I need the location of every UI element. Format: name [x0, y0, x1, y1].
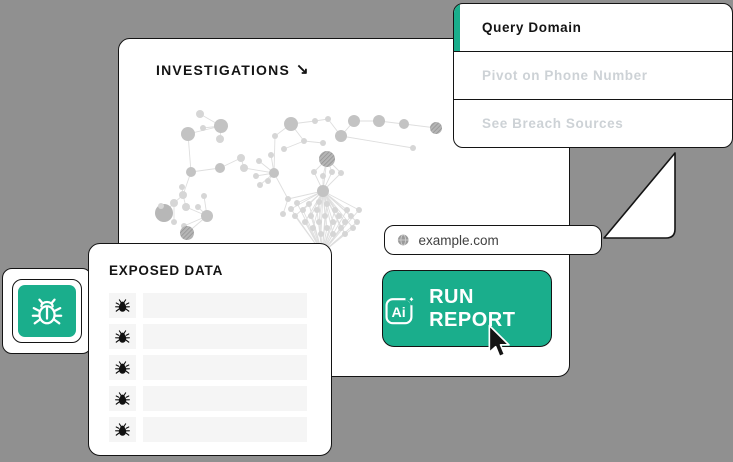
exposed-data-title: EXPOSED DATA [109, 263, 224, 278]
redacted-value-bar [143, 293, 307, 318]
southeast-arrow-icon: ↘ [296, 61, 310, 78]
mouse-cursor-icon [488, 324, 510, 358]
svg-text:Ai: Ai [391, 304, 405, 320]
menu-item-label: See Breach Sources [482, 116, 624, 131]
exposed-data-row [109, 355, 307, 380]
redacted-value-bar [143, 386, 307, 411]
active-accent-bar [454, 4, 460, 51]
bug-badge-frame [12, 279, 82, 343]
network-graph [155, 110, 442, 254]
menu-item-query-domain[interactable]: Query Domain [454, 4, 732, 51]
exposed-data-row [109, 386, 307, 411]
action-menu: Query Domain Pivot on Phone Number See B… [453, 3, 733, 148]
exposed-data-row [109, 293, 307, 318]
menu-item-label: Pivot on Phone Number [482, 68, 648, 83]
menu-item-pivot-phone[interactable]: Pivot on Phone Number [454, 51, 732, 99]
exposed-data-row [109, 417, 307, 442]
investigations-title: INVESTIGATIONS ↘ [156, 61, 310, 79]
exposed-data-row [109, 324, 307, 349]
domain-input[interactable] [384, 225, 602, 255]
bug-icon [109, 324, 136, 349]
globe-icon [397, 234, 409, 246]
bug-icon [109, 355, 136, 380]
investigations-title-text: INVESTIGATIONS [156, 62, 290, 78]
ai-icon: Ai [385, 292, 418, 324]
bug-icon [109, 417, 136, 442]
exposed-data-card: EXPOSED DATA [88, 243, 332, 456]
domain-input-field[interactable] [418, 232, 589, 248]
redacted-value-bar [143, 417, 307, 442]
bug-icon [109, 386, 136, 411]
bug-icon [109, 293, 136, 318]
run-report-button[interactable]: Ai RUN REPORT [382, 270, 552, 347]
redacted-value-bar [143, 355, 307, 380]
folded-corner [603, 152, 676, 239]
menu-item-breach-sources[interactable]: See Breach Sources [454, 99, 732, 147]
redacted-value-bar [143, 324, 307, 349]
bug-badge [18, 285, 76, 337]
run-report-label: RUN REPORT [429, 285, 516, 331]
bug-icon [30, 294, 64, 328]
bug-badge-card [2, 268, 92, 354]
menu-item-label: Query Domain [482, 20, 582, 35]
exposed-rows [109, 293, 307, 442]
